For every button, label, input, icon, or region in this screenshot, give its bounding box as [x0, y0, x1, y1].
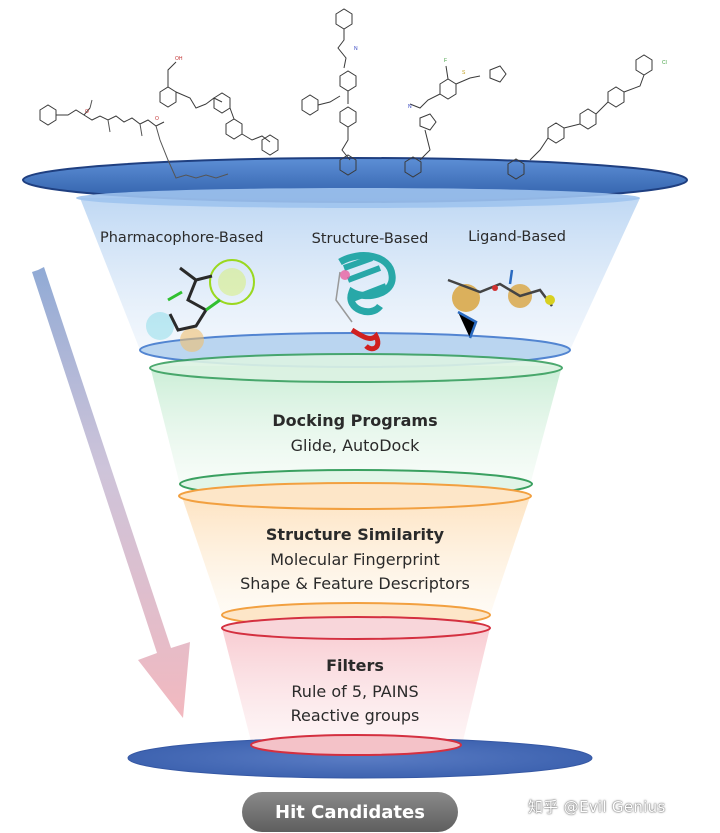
svg-text:OH: OH [175, 56, 183, 62]
stage-similarity-line-1: Molecular Fingerprint [270, 550, 440, 569]
top-disc-inner [76, 188, 640, 208]
svg-text:Cl: Cl [662, 60, 667, 66]
compound-structures: O O OH N S N F [39, 8, 667, 180]
stage-similarity-line-2: Shape & Feature Descriptors [240, 574, 470, 593]
stage-filters-line-2: Reactive groups [290, 706, 420, 725]
progression-arrow [32, 267, 190, 718]
stage-filters-line-1: Rule of 5, PAINS [291, 682, 419, 701]
hit-candidates-button[interactable]: Hit Candidates [242, 792, 458, 832]
disc-red-lower [250, 734, 462, 756]
watermark: 知乎 @Evil Genius [528, 798, 666, 816]
stage-docking-title: Docking Programs [272, 411, 438, 430]
svg-text:S: S [462, 70, 466, 76]
svg-text:O: O [85, 109, 89, 115]
funnel-section-red [222, 628, 490, 745]
funnel-section-green [150, 366, 562, 485]
disc-green-upper [149, 353, 563, 383]
stage-similarity-title: Structure Similarity [265, 525, 445, 544]
pharmacophore-model [146, 259, 255, 352]
label-structure-based: Structure-Based [311, 231, 429, 247]
disc-orange-upper [178, 482, 532, 510]
svg-text:N: N [408, 104, 412, 110]
svg-text:N: N [354, 46, 358, 52]
label-pharmacophore-based: Pharmacophore-Based [100, 230, 264, 246]
stage-filters-title: Filters [326, 656, 384, 675]
funnel-section-orange [182, 497, 530, 615]
svg-text:O: O [155, 116, 159, 122]
ligand-alignment [447, 269, 555, 339]
label-ligand-based: Ligand-Based [468, 229, 566, 245]
protein-structure [335, 252, 396, 352]
disc-red-upper [221, 616, 491, 640]
svg-text:F: F [444, 58, 447, 64]
stage-docking-line-1: Glide, AutoDock [290, 436, 420, 455]
